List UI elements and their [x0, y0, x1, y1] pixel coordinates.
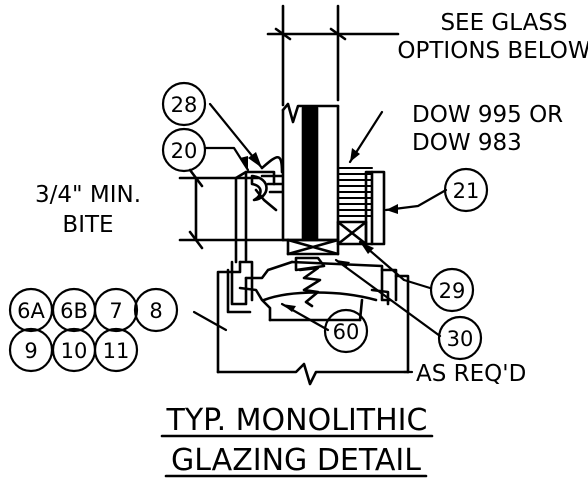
note-bite-2: BITE [62, 212, 113, 238]
callout-11: 11 [103, 339, 130, 363]
title-underlines [160, 434, 434, 478]
title-line-1: TYP. MONOLITHIC [166, 403, 428, 438]
callout-circles [8, 81, 489, 373]
glass-lite [281, 102, 340, 242]
glass-width-dimension [266, 4, 400, 107]
callout-29: 29 [439, 279, 466, 303]
detail-title: TYP. MONOLITHIC GLAZING DETAIL [166, 403, 428, 478]
callout-9: 9 [24, 339, 37, 363]
note-sealant-2: DOW 983 [412, 130, 522, 156]
anchor-fastener [294, 256, 326, 308]
callout-10: 10 [61, 339, 88, 363]
callout-circle-29 [429, 267, 475, 313]
bottom-blocks [286, 238, 340, 256]
sill-break-line [216, 362, 410, 386]
note-see-glass-2: OPTIONS BELOW [397, 38, 588, 64]
callout-30: 30 [447, 327, 474, 351]
bite-dimension [178, 168, 290, 250]
left-glazing-stop [234, 156, 284, 264]
sill-frame [216, 260, 410, 374]
leader-29 [358, 240, 432, 290]
right-glazing-stop [364, 170, 386, 246]
note-bite-1: 3/4" MIN. [35, 182, 141, 208]
callout-circle-7 [93, 287, 139, 333]
leader-arrowheads [240, 148, 398, 312]
leader-8 [192, 310, 228, 332]
callout-circle-21 [443, 167, 489, 213]
callout-21: 21 [453, 179, 480, 203]
callout-circle-60 [323, 308, 369, 354]
callout-circle-28 [161, 81, 207, 127]
callout-8: 8 [149, 299, 162, 323]
callout-7: 7 [109, 299, 122, 323]
note-sealant-1: DOW 995 OR [412, 102, 563, 128]
setting-block [336, 220, 368, 246]
callout-numbers: 28 20 21 29 30 60 6A 6B 7 8 9 10 11 [17, 93, 479, 363]
callout-circle-8 [133, 287, 179, 333]
drawing-notes: SEE GLASS OPTIONS BELOW DOW 995 OR DOW 9… [35, 10, 588, 387]
note-see-glass-1: SEE GLASS [440, 10, 567, 36]
callout-6a: 6A [17, 299, 45, 323]
callout-circle-20 [161, 127, 207, 173]
title-line-2: GLAZING DETAIL [171, 443, 421, 478]
callout-circle-11 [93, 327, 139, 373]
callout-6b: 6B [60, 299, 88, 323]
callout-60: 60 [333, 320, 360, 344]
note-as-reqd: AS REQ'D [416, 361, 526, 387]
leader-30 [334, 258, 442, 338]
callout-20: 20 [171, 139, 198, 163]
callout-28: 28 [171, 93, 198, 117]
callout-circle-30 [437, 315, 483, 361]
